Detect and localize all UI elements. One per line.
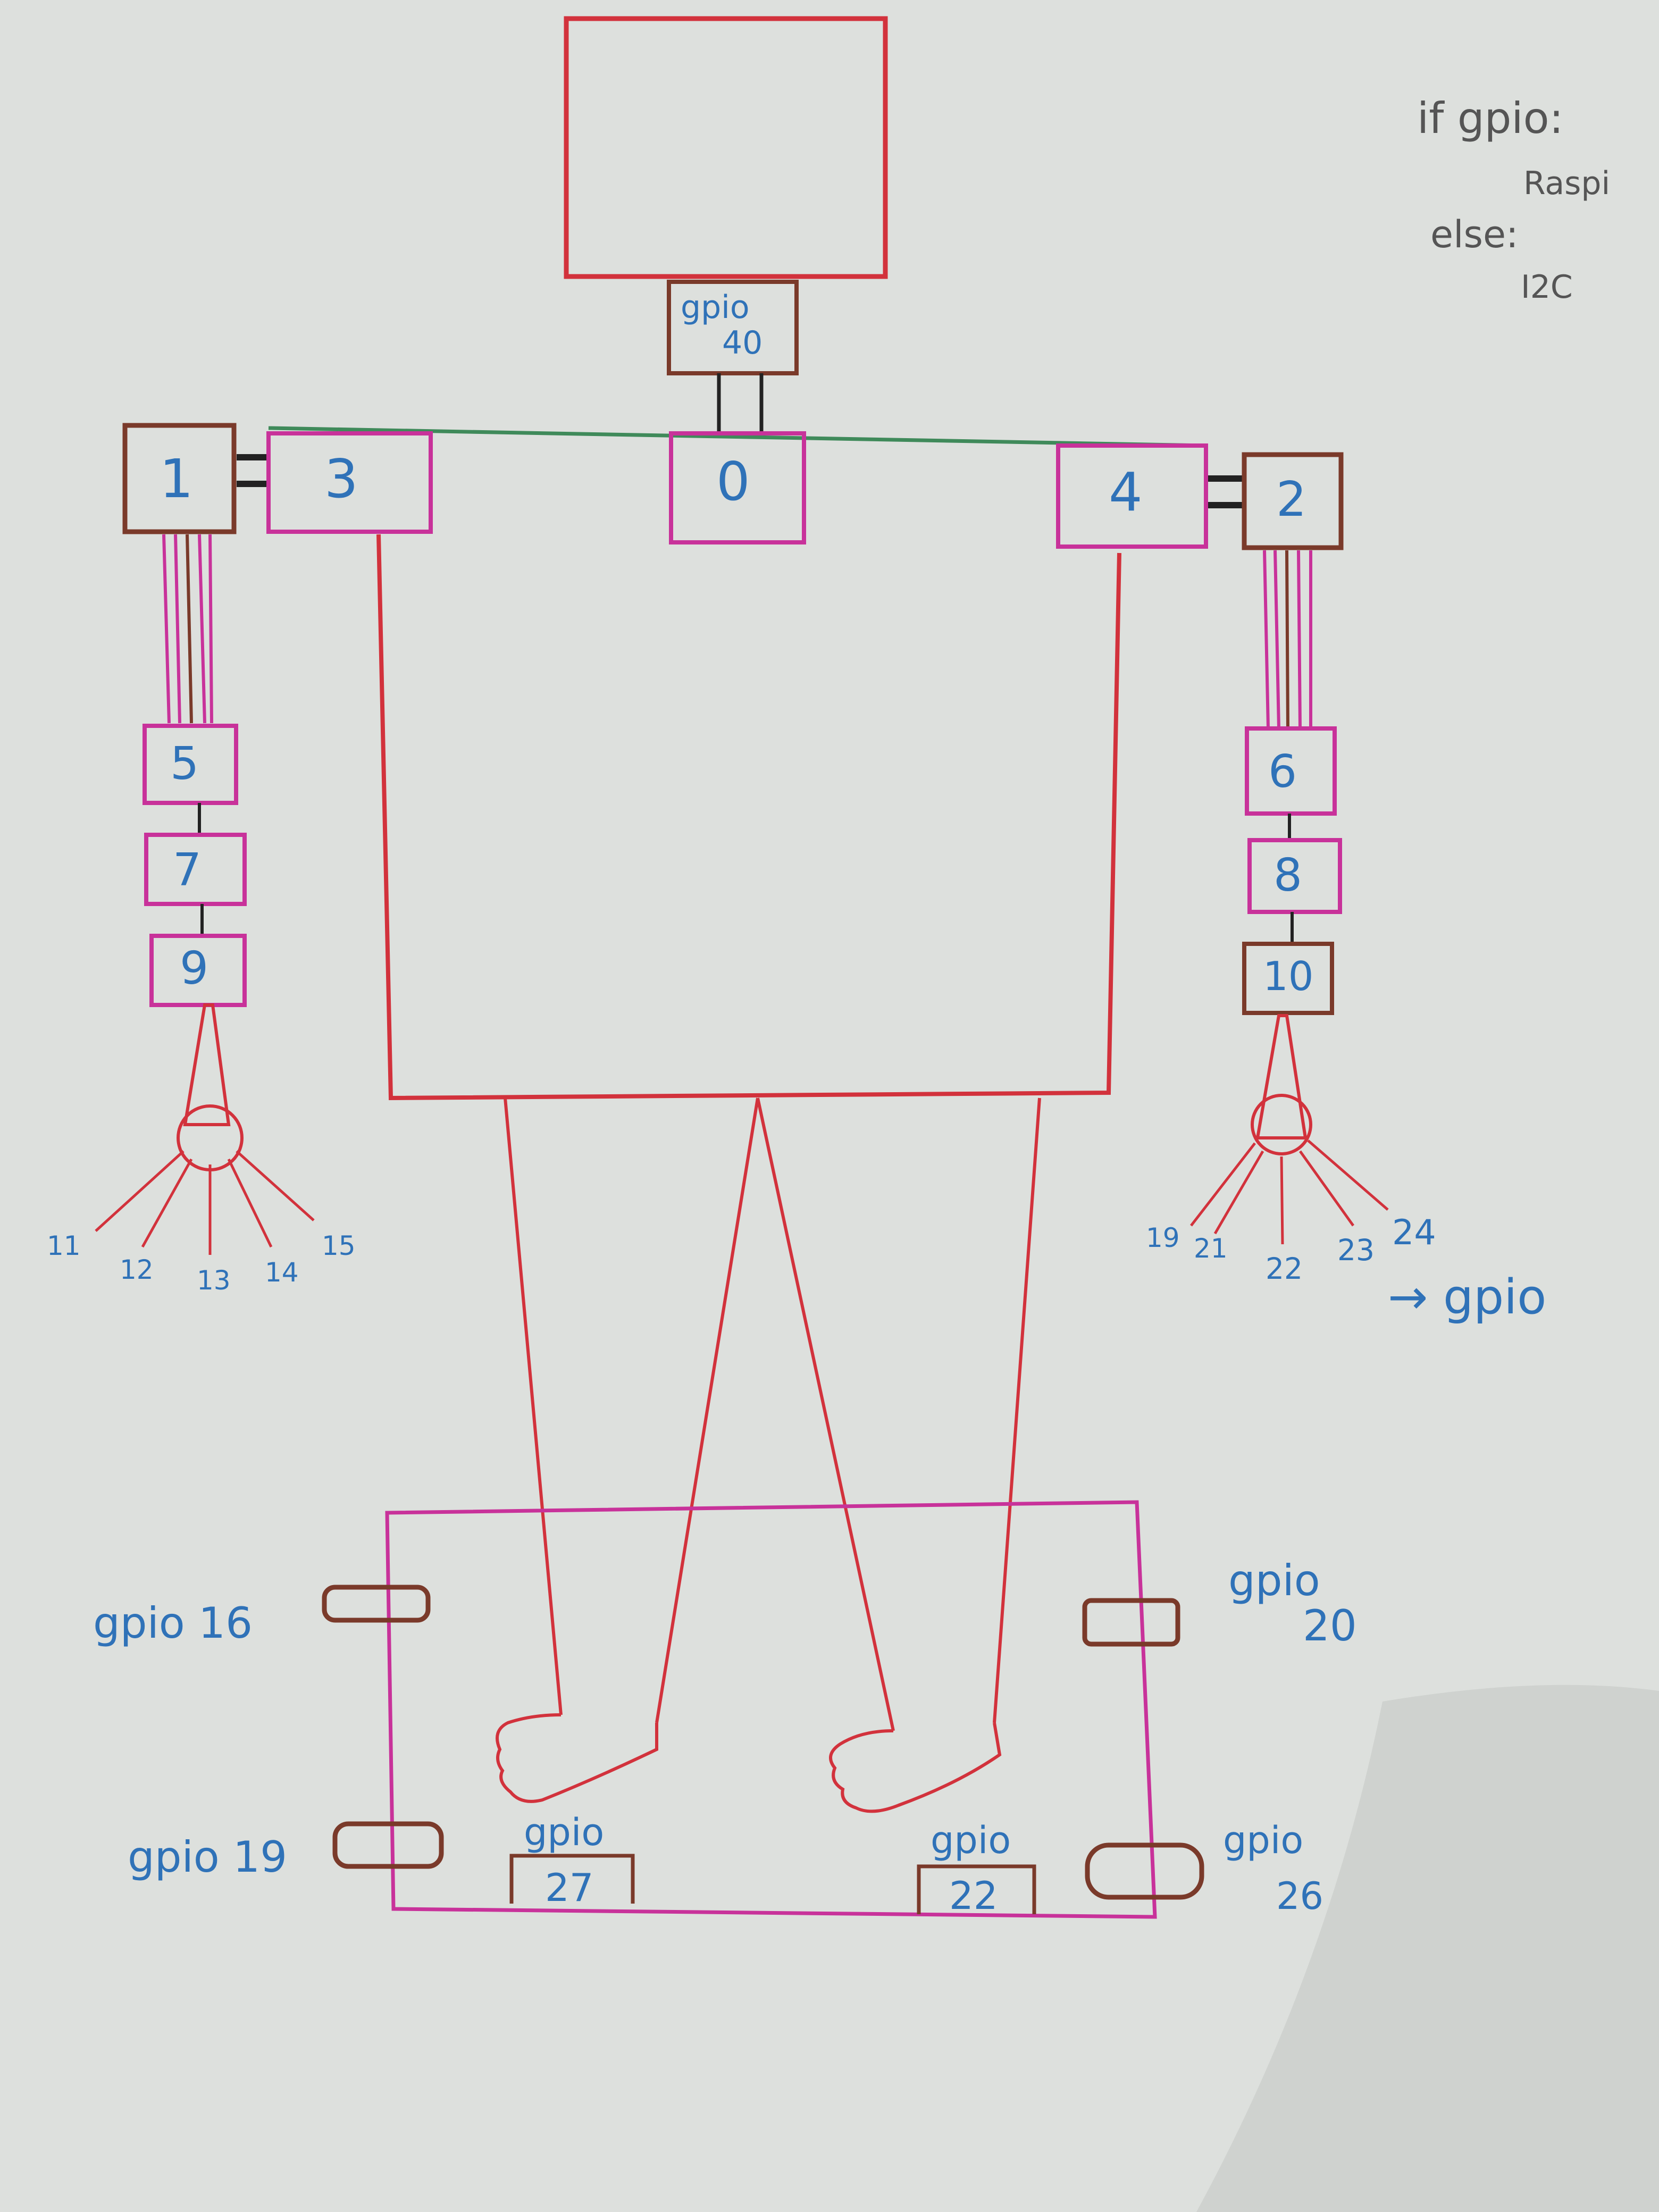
right-finger-21: 21 (1194, 1233, 1228, 1264)
label-gpio19: gpio 19 (128, 1832, 287, 1882)
box-10-label: 10 (1263, 953, 1313, 1000)
box-7-label: 7 (173, 844, 202, 896)
label-gpio22-number: 22 (949, 1873, 998, 1918)
left-finger-14: 14 (265, 1257, 299, 1288)
box-2-label: 2 (1276, 472, 1306, 527)
box-0-label: 0 (716, 450, 750, 513)
label-gpio20-number: 20 (1303, 1601, 1357, 1650)
label-gpio26-number: 26 (1276, 1874, 1323, 1918)
right-fingers-gpio-note: → gpio (1388, 1269, 1546, 1325)
label-gpio27-word: gpio (524, 1811, 604, 1854)
box-3-label: 3 (324, 448, 358, 510)
box-6-label: 6 (1268, 745, 1297, 798)
label-gpio27-number: 27 (545, 1865, 594, 1910)
label-gpio22-word: gpio (931, 1819, 1011, 1862)
label-gpio16: gpio 16 (93, 1598, 253, 1648)
left-finger-12: 12 (120, 1254, 154, 1285)
label-gpio26-word: gpio (1223, 1819, 1303, 1862)
box-4-label: 4 (1109, 461, 1143, 523)
label-gpio20-word: gpio (1228, 1556, 1320, 1605)
head-gpio-number: 40 (722, 324, 763, 362)
head-gpio-word: gpio (681, 289, 750, 326)
note-line-2: Raspi (1523, 165, 1610, 202)
right-finger-22: 22 (1266, 1252, 1303, 1286)
note-line-3: else: (1430, 213, 1519, 256)
box-1-label: 1 (160, 448, 194, 510)
box-5-label: 5 (170, 738, 199, 790)
left-finger-13: 13 (197, 1265, 231, 1296)
box-9-label: 9 (180, 942, 208, 995)
left-finger-15: 15 (322, 1230, 356, 1261)
note-line-1: if gpio: (1417, 94, 1564, 143)
left-finger-11: 11 (47, 1230, 81, 1261)
note-line-4: I2C (1521, 269, 1573, 306)
right-finger-23: 23 (1337, 1233, 1375, 1267)
right-finger-19: 19 (1146, 1222, 1180, 1253)
right-finger-24: 24 (1392, 1213, 1436, 1253)
box-8-label: 8 (1273, 849, 1302, 902)
